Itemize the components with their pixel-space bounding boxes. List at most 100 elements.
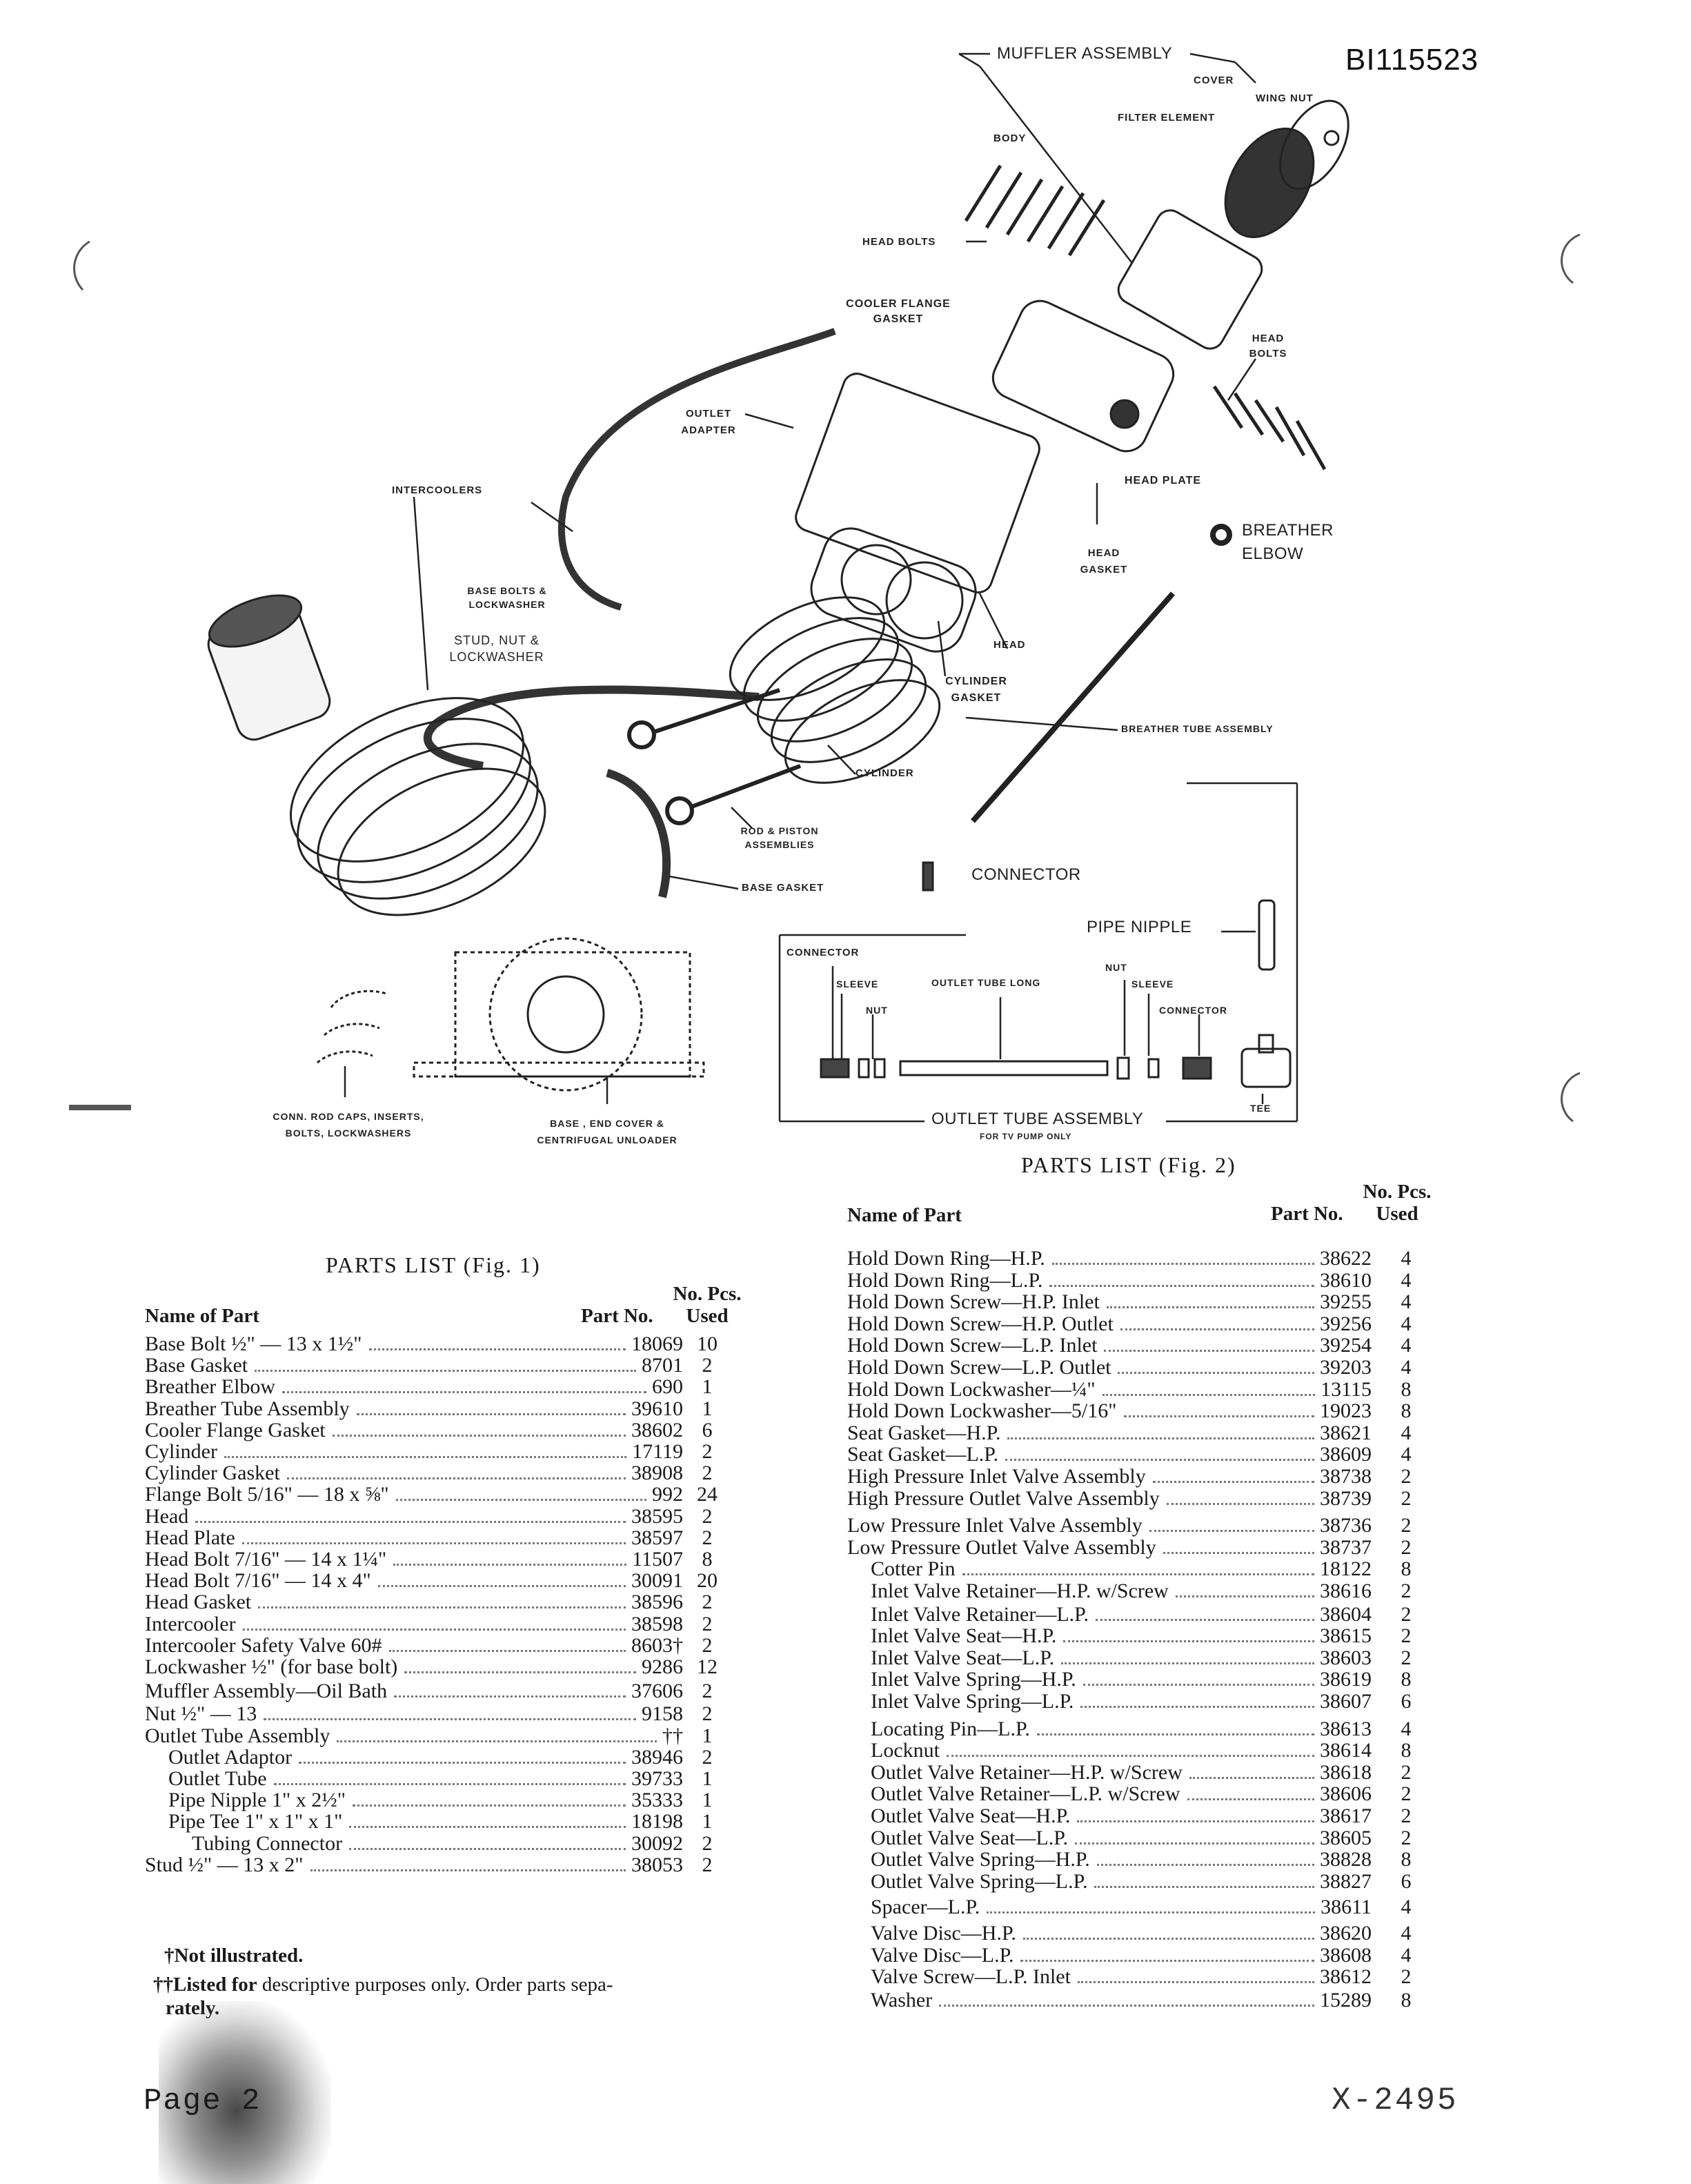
leader-dots	[1037, 1733, 1314, 1735]
leader-dots	[299, 1761, 626, 1764]
leader-dots	[1120, 1328, 1314, 1330]
part-name: Head Gasket	[145, 1591, 252, 1614]
label-connector-top: CONNECTOR	[971, 865, 1081, 884]
part-name: Head Bolt 7/16" — 14 x 1¼"	[145, 1548, 387, 1571]
part-name: Outlet Valve Spring—H.P.	[871, 1848, 1090, 1871]
outlet-tube-box	[778, 782, 1298, 1123]
label-wing-nut: WING NUT	[1256, 92, 1314, 104]
part-quantity: 4	[1401, 1356, 1412, 1379]
leader-dots	[274, 1783, 626, 1785]
part-name: Base Bolt ½" — 13 x 1½"	[145, 1332, 362, 1355]
part-quantity: 24	[697, 1483, 718, 1506]
label-tee: TEE	[1250, 1103, 1272, 1114]
part-name: Locating Pin—L.P.	[871, 1717, 1030, 1740]
leader-dots	[1049, 1284, 1314, 1287]
part-quantity: 4	[1401, 1334, 1412, 1357]
part-number: 13115	[1321, 1377, 1372, 1401]
label-cover: COVER	[1194, 75, 1234, 86]
leader-dots	[1063, 1640, 1314, 1643]
binder-marks	[69, 233, 1581, 1123]
part-quantity: 2	[1401, 1826, 1412, 1849]
part-number: 18069	[631, 1332, 683, 1355]
part-quantity: 2	[1401, 1965, 1412, 1989]
leader-dots	[349, 1847, 626, 1850]
part-quantity: 20	[697, 1569, 718, 1593]
part-quantity: 2	[1401, 1804, 1412, 1827]
part-quantity: 4	[1401, 1943, 1412, 1967]
leader-dots	[337, 1740, 657, 1742]
part-quantity: 8	[1401, 1848, 1412, 1871]
part-quantity: 6	[1401, 1869, 1412, 1893]
part-name: Valve Disc—L.P.	[871, 1943, 1014, 1967]
table-row: Intercooler Safety Valve 60#8603†2	[145, 1634, 759, 1657]
part-quantity: 8	[1401, 1557, 1412, 1581]
part-name: Outlet Valve Spring—L.P.	[871, 1869, 1088, 1893]
part-number: 38616	[1320, 1580, 1372, 1602]
leader-dots	[1096, 1618, 1314, 1621]
outlet-tube-parts	[820, 861, 1292, 1088]
muffler-drawing	[1117, 99, 1349, 350]
part-name: Cotter Pin	[871, 1557, 956, 1581]
page-label: Page 2	[144, 2084, 261, 2118]
cylinder-drawing	[729, 596, 941, 784]
part-name: Intercooler	[145, 1612, 236, 1635]
part-quantity: 4	[1401, 1922, 1412, 1945]
leader-dots	[1187, 1798, 1314, 1801]
part-name: Head Plate	[145, 1526, 235, 1549]
part-number: 39256	[1320, 1312, 1372, 1335]
part-number: 38738	[1320, 1465, 1372, 1488]
part-quantity: 1	[702, 1789, 713, 1812]
part-name: Inlet Valve Spring—L.P.	[871, 1690, 1074, 1713]
part-quantity: 2	[1401, 1624, 1412, 1648]
label-head-bolts-right: HEAD BOLTS	[1249, 333, 1287, 360]
part-number: 9286	[642, 1655, 683, 1678]
part-quantity: 4	[1401, 1443, 1412, 1466]
leader-dots	[357, 1413, 626, 1415]
leader-dots	[404, 1671, 636, 1673]
leader-dots	[1007, 1437, 1314, 1439]
label-cylinder: CYLINDER	[856, 767, 914, 779]
part-quantity: 2	[1401, 1602, 1412, 1626]
part-number: 38609	[1320, 1443, 1372, 1466]
leader-dots	[1080, 1706, 1314, 1708]
label-nut-left: NUT	[866, 1005, 888, 1016]
part-name: Outlet Valve Retainer—L.P. w/Screw	[871, 1782, 1180, 1806]
conn-rod-caps-drawing	[317, 990, 387, 1064]
part-number: 37606	[631, 1680, 683, 1703]
intercooler-drawing	[423, 328, 836, 898]
leader-dots	[1176, 1595, 1314, 1597]
label-stud-nut: STUD, NUT & LOCKWASHER	[449, 633, 544, 664]
label-breather-elbow: BREATHER ELBOW	[1242, 521, 1334, 563]
part-name: Outlet Valve Seat—L.P.	[871, 1826, 1069, 1849]
part-name: Spacer—L.P.	[871, 1896, 980, 1919]
leader-dots	[1097, 1864, 1314, 1867]
leader-dots	[1061, 1662, 1314, 1664]
part-name: Low Pressure Outlet Valve Assembly	[847, 1535, 1156, 1559]
part-quantity: 1	[702, 1810, 713, 1833]
part-number: 38737	[1320, 1535, 1372, 1559]
part-quantity: 2	[702, 1526, 713, 1549]
part-number: 11507	[632, 1548, 683, 1571]
leader-dots	[1107, 1306, 1314, 1309]
part-number: 17119	[632, 1440, 683, 1463]
leader-dots	[394, 1695, 626, 1698]
